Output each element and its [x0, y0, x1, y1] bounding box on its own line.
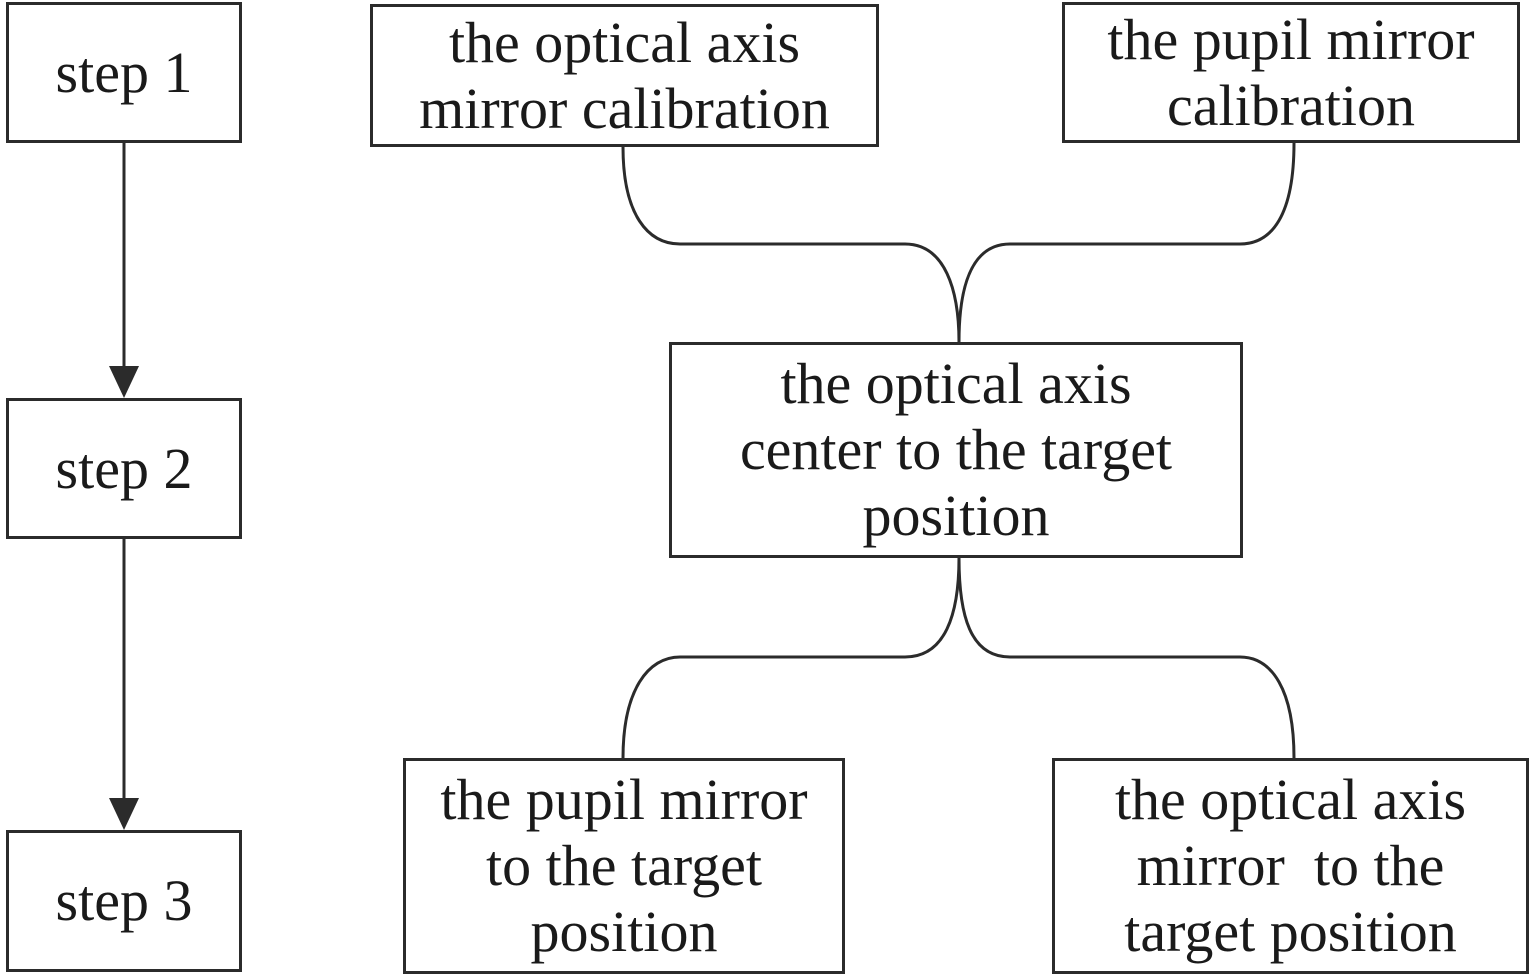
step-2-box: step 2 [6, 398, 242, 539]
node-text-line: mirror calibration [419, 75, 830, 141]
optical-axis-mirror-to-target-box: the optical axis mirror to the target po… [1052, 758, 1529, 974]
node-text-line: the optical axis [1114, 767, 1467, 832]
arrowhead-step2 [109, 366, 139, 398]
node-text-line: the pupil mirror [440, 767, 808, 832]
pupil-mirror-calibration-box: the pupil mirror calibration [1062, 2, 1520, 143]
node-text-line: position [862, 483, 1050, 548]
node-text-line: center to the target [739, 417, 1173, 482]
node-text-line: the optical axis [448, 9, 801, 75]
arrowhead-step3 [109, 798, 139, 830]
optical-axis-center-to-target-box: the optical axis center to the target po… [669, 342, 1243, 558]
step-3-box: step 3 [6, 830, 242, 972]
connector-center-to-pupil-target [621, 557, 961, 759]
step-3-label: step 3 [55, 868, 193, 933]
step-1-label: step 1 [55, 39, 193, 105]
connector-axis-cal-to-center [621, 146, 961, 343]
pupil-mirror-to-target-box: the pupil mirror to the target position [403, 758, 845, 974]
node-text-line: calibration [1166, 72, 1415, 138]
node-text-line: the pupil mirror [1107, 6, 1475, 72]
node-text-line: to the target [486, 833, 762, 898]
connector-center-to-axis-target [957, 557, 1296, 759]
connector-pupil-cal-to-center [957, 142, 1296, 343]
step-2-label: step 2 [55, 435, 193, 501]
node-text-line: mirror to the [1136, 833, 1445, 898]
node-text-line: target position [1124, 899, 1457, 964]
optical-axis-mirror-calibration-box: the optical axis mirror calibration [370, 4, 879, 147]
node-text-line: the optical axis [780, 351, 1132, 416]
node-text-line: position [530, 899, 718, 964]
step-1-box: step 1 [6, 2, 242, 143]
